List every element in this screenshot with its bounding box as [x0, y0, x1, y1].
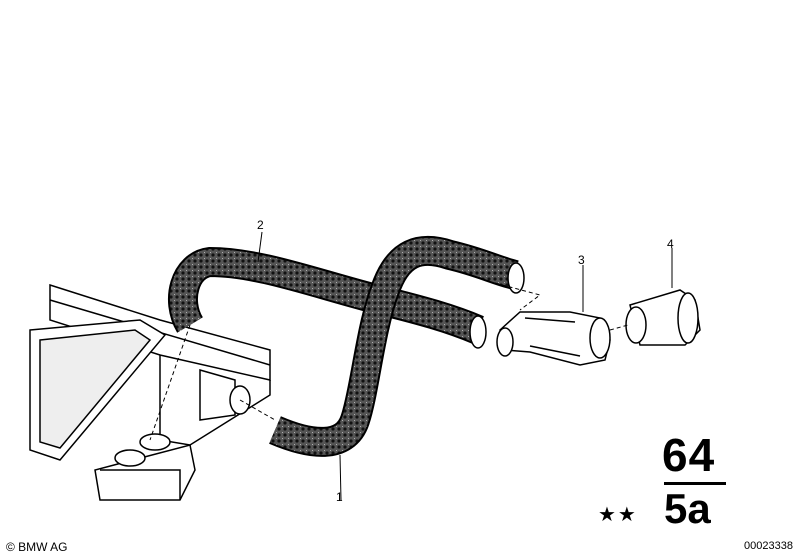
hose-2-end	[469, 315, 487, 349]
elbow-connector-3	[496, 311, 611, 366]
callout-1: 1	[336, 490, 343, 504]
callout-2: 2	[257, 218, 264, 232]
callout-3: 3	[578, 253, 585, 267]
hose-1-end	[507, 262, 525, 294]
heater-housing	[29, 283, 271, 501]
document-number: 00023338	[744, 540, 793, 552]
copyright-notice: © BMW AG	[6, 540, 68, 554]
section-number: 64	[662, 429, 716, 481]
leader-lines	[149, 231, 673, 501]
rating-stars: ★★	[598, 504, 638, 526]
section-subnumber: 5a	[664, 485, 711, 532]
callout-4: 4	[667, 237, 674, 251]
section-divider	[664, 482, 726, 485]
sleeve-4	[625, 289, 701, 346]
